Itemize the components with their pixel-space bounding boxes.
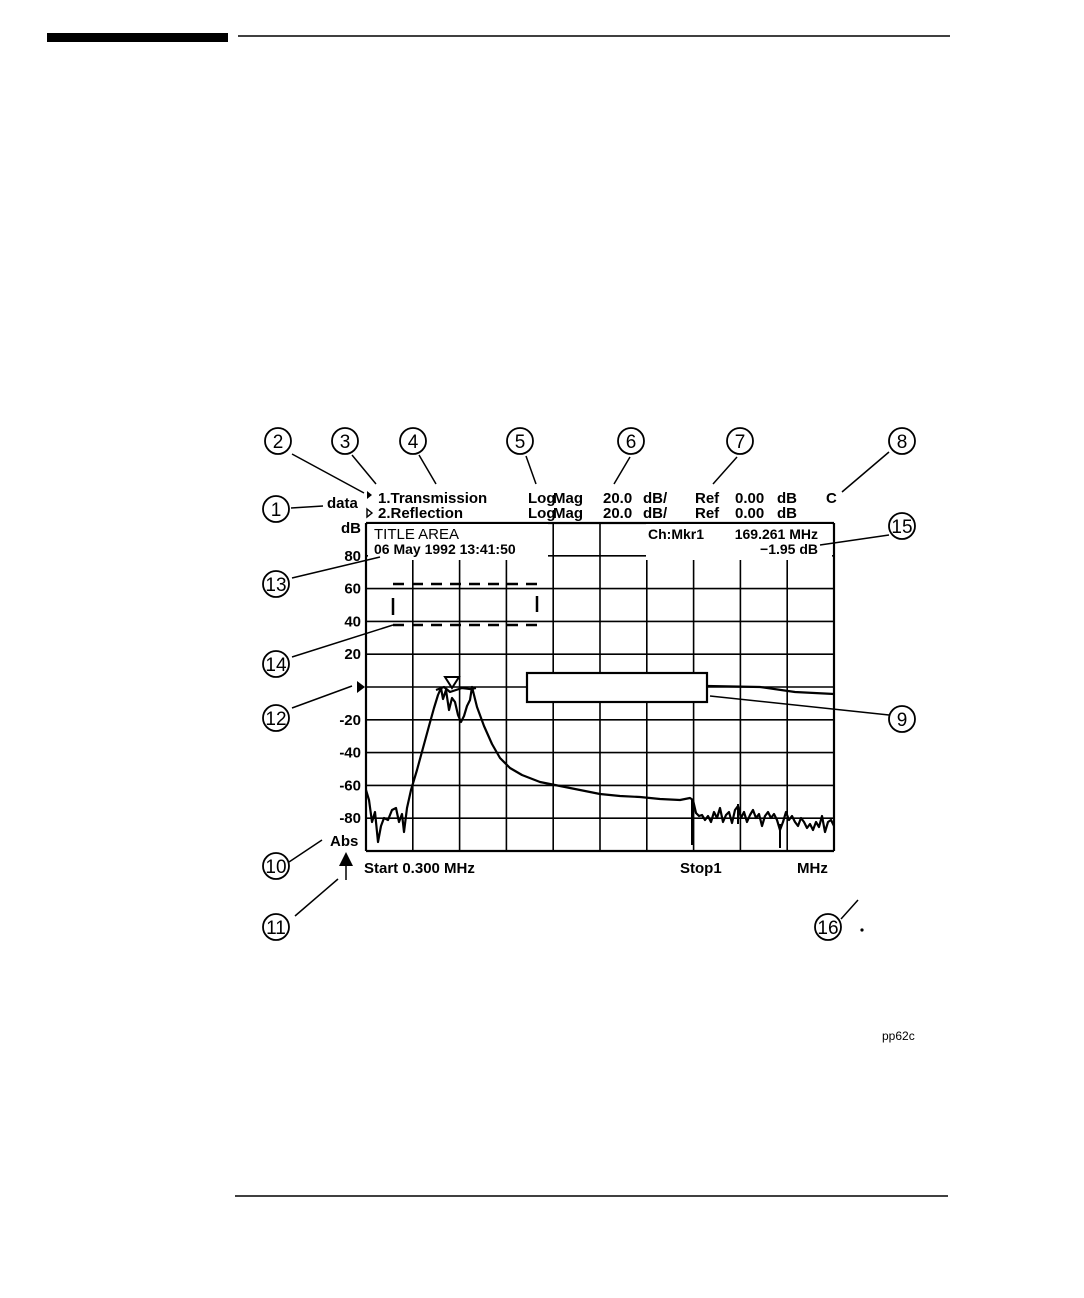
callout-number: 11 [266,918,286,939]
callout-number: 8 [897,432,908,453]
header-thick-bar [47,33,228,42]
callout-number: 3 [340,432,351,453]
callout-14: 14 [263,651,289,677]
marker-frequency: 169.261 MHz [735,526,818,542]
callout-3: 3 [332,428,358,454]
callout-number: 9 [897,710,908,731]
datetime-text: 06 May 1992 13:41:50 [374,541,516,557]
start-label: Start 0.300 MHz [364,860,475,877]
callout-6: 6 [618,428,644,454]
callout-9: 9 [889,706,915,732]
callout-number: 15 [891,517,912,538]
callout-number: 1 [271,500,282,521]
data-label: data [327,495,359,512]
callout-number: 14 [265,655,287,676]
channel2-pointer-icon [367,509,372,517]
y-tick-label: -20 [339,712,361,729]
channel2-name: 2.Reflection [378,505,463,522]
unit-label: dB [341,520,361,537]
callout-11: 11 [263,914,289,940]
channel2-format1: Log [528,505,556,522]
callout-13: 13 [263,571,289,597]
abs-label: Abs [330,833,358,850]
y-tick-label: -80 [339,810,361,827]
callout-number: 16 [817,918,838,939]
y-tick-label: -40 [339,745,361,762]
stop-label: Stop1 [680,860,722,877]
channel2-format2: Mag [553,505,583,522]
limit-lines [393,584,538,625]
callout-number: 2 [273,432,284,453]
callout-number: 10 [265,857,286,878]
message-box [527,673,707,702]
stray-dot [860,928,863,931]
status-char: C [826,490,837,507]
callout-4: 4 [400,428,426,454]
callout-1: 1 [263,496,289,522]
active-channel-pointer-icon [367,491,372,499]
callout-12: 12 [263,705,289,731]
y-tick-label: -60 [339,777,361,794]
channel2-ref-value: 0.00 [735,505,764,522]
callout-number: 13 [265,575,286,596]
stimulus-pointer-icon [339,852,353,866]
callout-2: 2 [265,428,291,454]
callout-number: 6 [626,432,637,453]
marker-label: Ch:Mkr1 [648,526,704,542]
channel2-scale: 20.0 [603,505,632,522]
y-tick-label: 20 [344,646,361,663]
channel2-ref-unit: dB [777,505,797,522]
callout-7: 7 [727,428,753,454]
reference-pointer-icon [357,681,365,693]
y-tick-label: 40 [344,613,361,630]
channel2-ref-label: Ref [695,505,720,522]
callout-number: 5 [515,432,526,453]
callout-number: 12 [265,709,286,730]
marker-value: −1.95 dB [760,541,818,557]
callout-number: 7 [735,432,746,453]
callout-number: 4 [408,432,419,453]
channel2-scale-unit: dB/ [643,505,668,522]
callout-8: 8 [889,428,915,454]
callout-15: 15 [889,513,915,539]
callout-16: 16 [815,914,841,940]
stop-unit: MHz [797,860,828,877]
figure-id: pp62c [882,1029,915,1043]
callout-10: 10 [263,853,289,879]
y-tick-label: 60 [344,581,361,598]
callout-5: 5 [507,428,533,454]
